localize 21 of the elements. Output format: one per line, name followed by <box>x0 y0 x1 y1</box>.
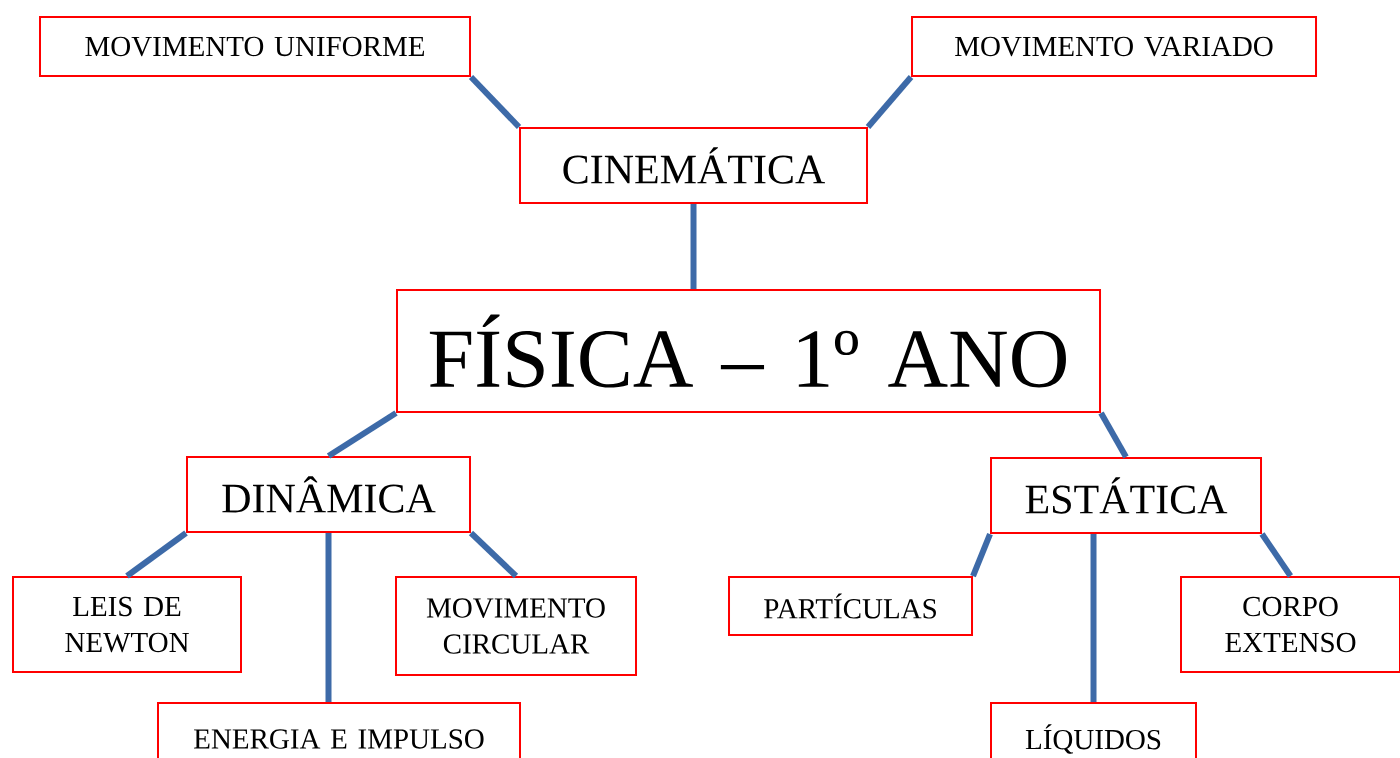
concept-box: ENERGIA E IMPULSO <box>157 702 521 758</box>
connector-line <box>865 75 914 129</box>
concept-box: MOVIMENTO CIRCULAR <box>395 576 637 676</box>
concept-box: CINEMÁTICA <box>519 127 868 204</box>
connector-line <box>468 74 522 130</box>
concept-box: DINÂMICA <box>186 456 471 533</box>
concept-box: LEIS DE NEWTON <box>12 576 242 673</box>
connector-line <box>326 410 398 459</box>
concept-box: CORPO EXTENSO <box>1180 576 1400 673</box>
connector-line <box>468 530 519 579</box>
concept-box: MOVIMENTO UNIFORME <box>39 16 471 77</box>
connector-line <box>690 204 697 289</box>
concept-box: ESTÁTICA <box>990 457 1262 534</box>
connector-line <box>970 532 993 578</box>
connector-line <box>1098 411 1129 459</box>
concept-box: FÍSICA – 1º ANO <box>396 289 1101 413</box>
connector-line <box>1259 532 1293 578</box>
concept-box: PARTÍCULAS <box>728 576 973 636</box>
concept-box: MOVIMENTO VARIADO <box>911 16 1317 77</box>
connector-line <box>125 530 188 579</box>
concept-box: LÍQUIDOS <box>990 702 1197 758</box>
